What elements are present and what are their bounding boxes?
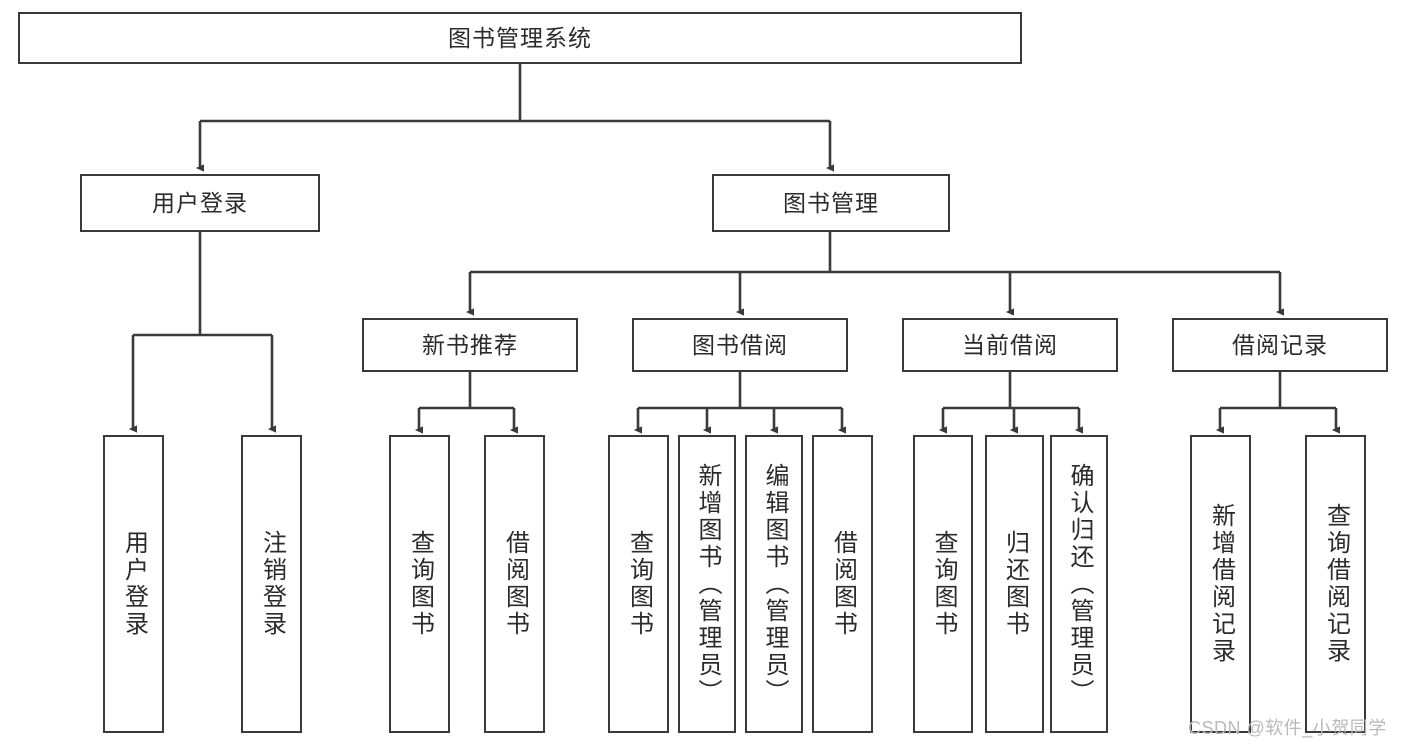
node-leaf-label: 新增图书（管理员） xyxy=(693,462,721,706)
node-leaf-borrow-book-nbr[interactable]: 借阅图书 xyxy=(484,435,545,733)
node-leaf-label: 确认归还（管理员） xyxy=(1065,462,1093,706)
node-root-label: 图书管理系统 xyxy=(448,24,592,51)
node-borrow-record[interactable]: 借阅记录 xyxy=(1172,318,1388,372)
node-new-book-recommend-label: 新书推荐 xyxy=(422,331,518,358)
node-leaf-user-login[interactable]: 用户登录 xyxy=(103,435,164,733)
node-book-manage[interactable]: 图书管理 xyxy=(712,174,950,232)
node-leaf-edit-book-admin[interactable]: 编辑图书（管理员） xyxy=(745,435,803,733)
node-leaf-label: 查询借阅记录 xyxy=(1322,503,1350,665)
node-leaf-query-book-nbr[interactable]: 查询图书 xyxy=(389,435,450,733)
node-user-login[interactable]: 用户登录 xyxy=(80,174,320,232)
node-leaf-add-book-admin[interactable]: 新增图书（管理员） xyxy=(678,435,736,733)
node-leaf-confirm-return-admin[interactable]: 确认归还（管理员） xyxy=(1050,435,1108,733)
node-leaf-label: 新增借阅记录 xyxy=(1207,503,1235,665)
node-book-manage-label: 图书管理 xyxy=(783,189,879,216)
node-leaf-label: 归还图书 xyxy=(1001,530,1029,638)
node-leaf-label: 查询图书 xyxy=(406,530,434,638)
node-leaf-label: 用户登录 xyxy=(120,530,148,638)
node-root[interactable]: 图书管理系统 xyxy=(18,12,1022,64)
node-leaf-logout[interactable]: 注销登录 xyxy=(241,435,302,733)
node-leaf-label: 查询图书 xyxy=(625,530,653,638)
node-new-book-recommend[interactable]: 新书推荐 xyxy=(362,318,578,372)
node-borrow-record-label: 借阅记录 xyxy=(1232,331,1328,358)
node-leaf-label: 查询图书 xyxy=(929,530,957,638)
csdn-watermark: CSDN @软件_小贺同学 xyxy=(1188,718,1387,738)
node-book-borrow[interactable]: 图书借阅 xyxy=(632,318,848,372)
node-leaf-query-book-cb[interactable]: 查询图书 xyxy=(913,435,973,733)
node-current-borrow-label: 当前借阅 xyxy=(962,331,1058,358)
node-leaf-query-book-bb[interactable]: 查询图书 xyxy=(608,435,669,733)
node-user-login-label: 用户登录 xyxy=(152,189,248,216)
node-leaf-query-borrow-record[interactable]: 查询借阅记录 xyxy=(1305,435,1366,733)
node-leaf-label: 注销登录 xyxy=(258,530,286,638)
node-leaf-add-borrow-record[interactable]: 新增借阅记录 xyxy=(1190,435,1251,733)
node-current-borrow[interactable]: 当前借阅 xyxy=(902,318,1118,372)
node-leaf-return-book[interactable]: 归还图书 xyxy=(985,435,1044,733)
node-leaf-label: 编辑图书（管理员） xyxy=(760,462,788,706)
node-leaf-label: 借阅图书 xyxy=(501,530,529,638)
node-book-borrow-label: 图书借阅 xyxy=(692,331,788,358)
node-leaf-label: 借阅图书 xyxy=(829,530,857,638)
node-leaf-borrow-book-bb[interactable]: 借阅图书 xyxy=(812,435,873,733)
